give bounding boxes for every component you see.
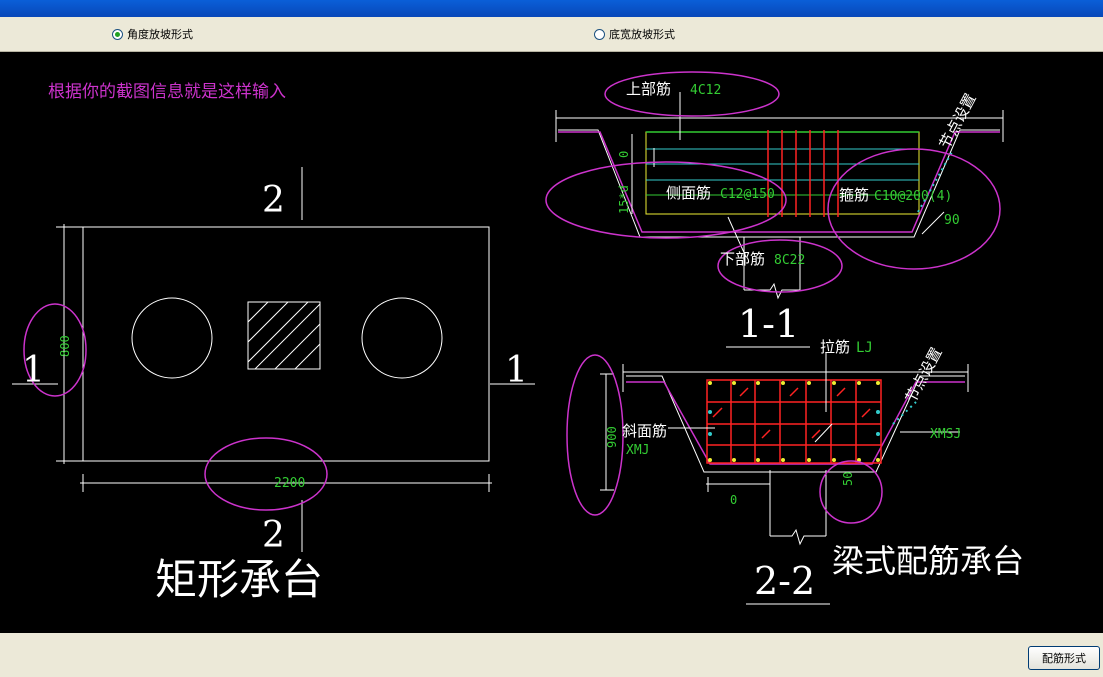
rect-cap-plan [12, 167, 535, 552]
dim-zero-2-2: 0 [730, 493, 737, 507]
dim-height-800: 800 [58, 335, 72, 357]
dim-15d: 15*d [617, 185, 631, 214]
radio-checked-icon [112, 28, 123, 40]
radio-unchecked-icon [594, 28, 605, 40]
top-rebar-value: 4C12 [690, 83, 721, 98]
section-2-2-title: 2-2 [754, 559, 815, 603]
dim-width-2200: 2200 [274, 476, 305, 491]
top-rebar-label: 上部筋 [626, 80, 671, 98]
dim-zero-1-1: 0 [617, 151, 631, 158]
section-1-1-drawing [545, 71, 1004, 348]
section-mark-1-right: 1 [505, 350, 528, 391]
node-setting-label-1: 节点设置 [936, 90, 980, 151]
node-setting-label-2: 节点设置 [902, 344, 946, 405]
angle-slope-label: 角度放坡形式 [127, 28, 193, 41]
drawing-canvas: 根据你的截图信息就是这样输入 2 2 1 1 800 [0, 52, 1103, 633]
side-rebar-value: C12@150 [720, 187, 775, 202]
side-rebar-label: 侧面筋 [666, 184, 711, 202]
dim-height-900: 900 [605, 426, 619, 448]
tie-value: LJ [856, 340, 873, 356]
rect-cap-title: 矩形承台 [155, 555, 323, 604]
slope-rebar-label: 斜面筋 [622, 422, 667, 440]
window-title-bar [0, 0, 1103, 17]
option-bar: 角度放坡形式 底宽放坡形式 [0, 17, 1103, 52]
note-text: 根据你的截图信息就是这样输入 [48, 82, 286, 102]
width-slope-label: 底宽放坡形式 [609, 28, 675, 41]
section-2-2-drawing [566, 352, 969, 605]
bottom-rebar-value: 8C22 [774, 253, 805, 268]
angle-slope-radio[interactable]: 角度放坡形式 [112, 26, 193, 42]
rebar-form-button[interactable]: 配筋形式 [1028, 646, 1100, 670]
section-mark-1-left: 1 [22, 350, 45, 391]
tie-label: 拉筋 [820, 338, 850, 356]
bottom-bar: 配筋形式 [0, 633, 1103, 677]
angle-value: 90 [944, 213, 960, 228]
dim-50: 50 [841, 472, 855, 486]
slope-rebar-value: XMJ [626, 443, 649, 458]
cad-drawing: 根据你的截图信息就是这样输入 2 2 1 1 800 [12, 71, 1024, 605]
stirrup-label: 箍筋 [839, 186, 869, 204]
bottom-rebar-label: 下部筋 [720, 250, 765, 268]
section-mark-2-top: 2 [262, 180, 285, 221]
section-1-1-title: 1-1 [738, 302, 799, 346]
xmsj-value: XMSJ [930, 427, 961, 442]
beam-cap-title: 梁式配筋承台 [832, 542, 1024, 580]
stirrup-value: C10@200(4) [874, 189, 952, 204]
width-slope-radio[interactable]: 底宽放坡形式 [594, 26, 675, 42]
section-mark-2-bottom: 2 [262, 515, 285, 556]
